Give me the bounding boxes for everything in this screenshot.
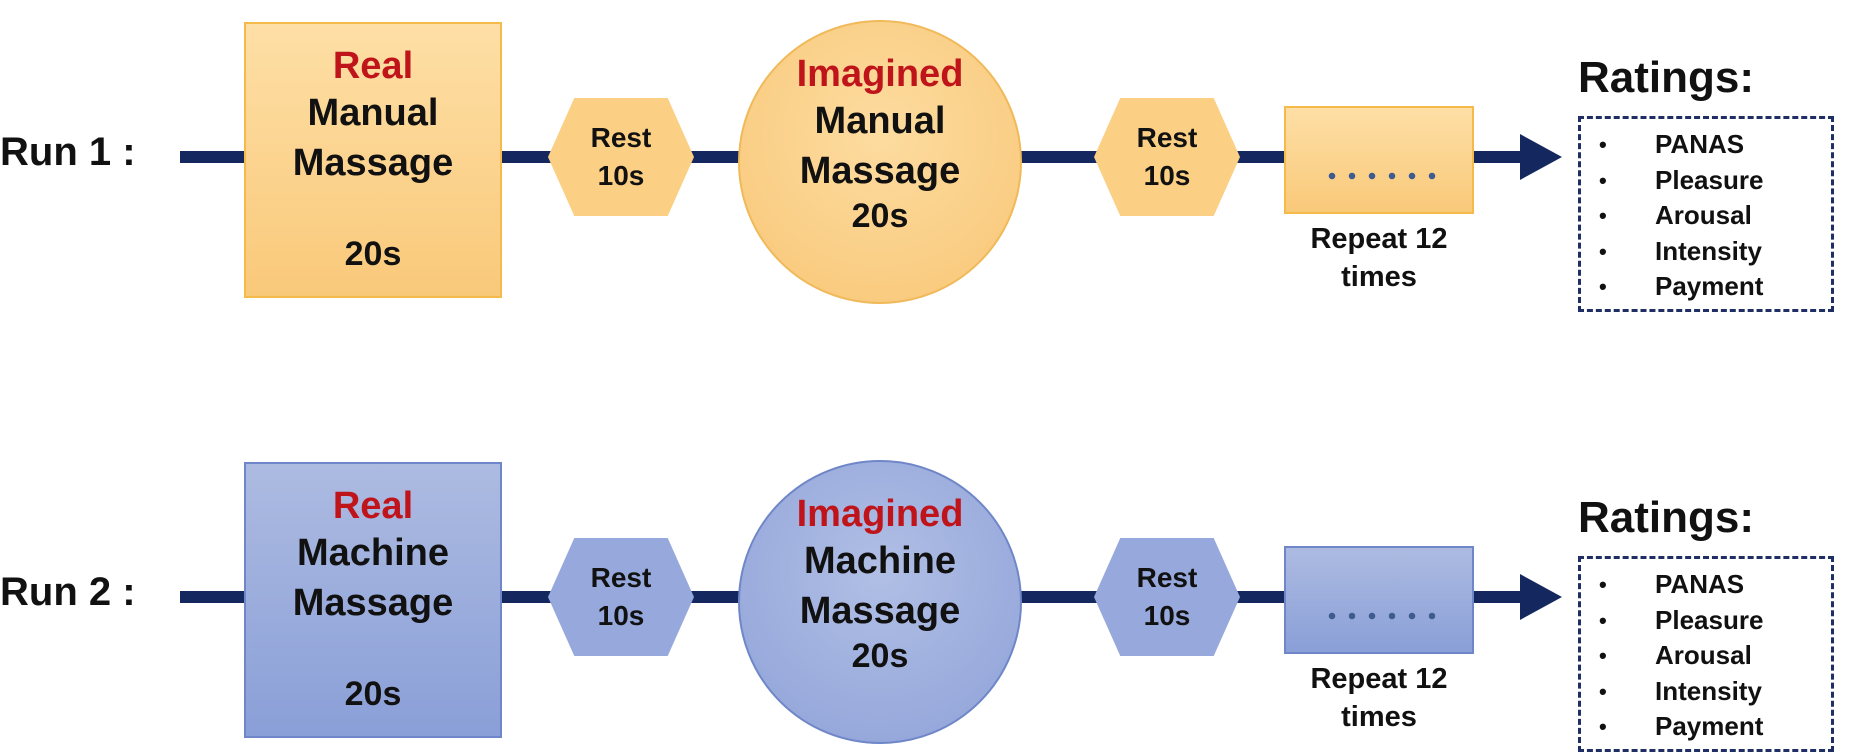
arrow-head-icon [1520,574,1562,620]
block-duration: 20s [851,637,909,675]
run-label: Run 2 : [0,570,136,614]
run-2: Run 2 : Real Machine Massage 20s Rest 10… [0,440,1852,752]
repeat-block [1284,106,1474,214]
block-qualifier: Real [332,485,414,527]
ellipsis-dots-icon [1322,172,1440,180]
ratings-list: PANAS Pleasure Arousal Intensity Payment [1599,127,1831,305]
repeat-label: Repeat 12 times [1274,660,1484,736]
block-line-2: Massage [292,142,454,184]
repeat-block [1284,546,1474,654]
block-line-1: Manual [307,92,439,134]
real-block: Real Machine Massage 20s [244,462,502,738]
block-line-2: Massage [799,590,961,632]
repeat-line-2: times [1341,261,1417,293]
rest-duration: 10s [1143,160,1191,191]
repeat-line-1: Repeat 12 [1310,223,1448,255]
repeat-line-2: times [1341,701,1417,733]
rest-duration: 10s [1143,600,1191,631]
block-line-1: Machine [296,532,450,574]
block-duration: 20s [344,675,402,713]
repeat-line-1: Repeat 12 [1310,663,1448,695]
ratings-title: Ratings: [1578,53,1754,102]
arrow-head-icon [1520,134,1562,180]
rest-label: Rest [590,562,652,593]
ratings-item: Pleasure [1599,163,1831,199]
block-line-2: Massage [799,150,961,192]
rest-duration: 10s [597,160,645,191]
ratings-item: PANAS [1599,127,1831,163]
rest-label: Rest [1136,562,1198,593]
ratings-title: Ratings: [1578,493,1754,542]
block-qualifier: Imagined [796,53,964,95]
rest-hexagon: Rest 10s [548,538,694,656]
imagined-circle: Imagined Machine Massage 20s [738,460,1022,744]
ratings-box: PANAS Pleasure Arousal Intensity Payment [1578,556,1834,752]
imagined-circle: Imagined Manual Massage 20s [738,20,1022,304]
ratings-item: Intensity [1599,234,1831,270]
run-1: Run 1 : Real Manual Massage 20s Rest 10s… [0,0,1852,312]
ratings-item: Arousal [1599,638,1831,674]
block-line-1: Manual [814,100,946,142]
block-qualifier: Imagined [796,493,964,535]
block-line-2: Massage [292,582,454,624]
ratings-item: Payment [1599,269,1831,305]
rest-hexagon: Rest 10s [1094,538,1240,656]
ratings-item: Payment [1599,709,1831,745]
ratings-box: PANAS Pleasure Arousal Intensity Payment [1578,116,1834,312]
block-qualifier: Real [332,45,414,87]
block-duration: 20s [851,197,909,235]
repeat-label: Repeat 12 times [1274,220,1484,296]
ratings-item: Pleasure [1599,603,1831,639]
ratings-list: PANAS Pleasure Arousal Intensity Payment [1599,567,1831,745]
ratings-item: Arousal [1599,198,1831,234]
ratings-item: PANAS [1599,567,1831,603]
ellipsis-dots-icon [1322,612,1440,620]
rest-label: Rest [1136,122,1198,153]
rest-hexagon: Rest 10s [1094,98,1240,216]
run-label: Run 1 : [0,130,136,174]
rest-hexagon: Rest 10s [548,98,694,216]
block-duration: 20s [344,235,402,273]
rest-duration: 10s [597,600,645,631]
ratings-item: Intensity [1599,674,1831,710]
block-line-1: Machine [803,540,957,582]
real-block: Real Manual Massage 20s [244,22,502,298]
rest-label: Rest [590,122,652,153]
